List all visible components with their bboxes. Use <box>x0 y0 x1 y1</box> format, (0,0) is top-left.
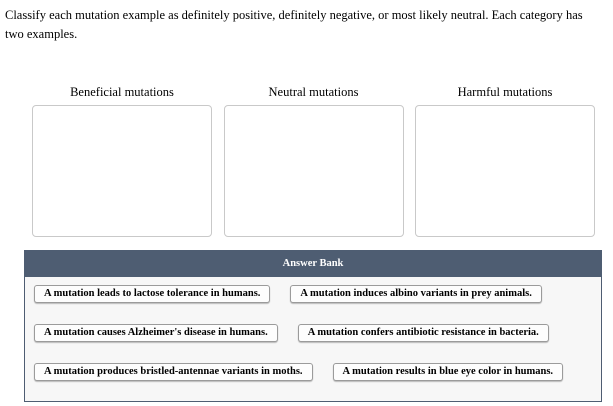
category-harmful: Harmful mutations <box>415 85 595 237</box>
answer-item-alzheimers-disease[interactable]: A mutation causes Alzheimer's disease in… <box>34 324 278 342</box>
category-columns: Beneficial mutations Neutral mutations H… <box>32 85 595 237</box>
answer-item-lactose-tolerance[interactable]: A mutation leads to lactose tolerance in… <box>34 285 271 303</box>
answer-bank-row: A mutation leads to lactose tolerance in… <box>34 285 592 303</box>
answer-item-antibiotic-resistance[interactable]: A mutation confers antibiotic resistance… <box>297 324 549 342</box>
answer-item-blue-eye-color[interactable]: A mutation results in blue eye color in … <box>332 363 564 381</box>
answer-bank-body: A mutation leads to lactose tolerance in… <box>25 277 601 401</box>
category-label-harmful: Harmful mutations <box>457 85 553 99</box>
category-label-beneficial: Beneficial mutations <box>70 85 174 99</box>
answer-bank-row: A mutation produces bristled-antennae va… <box>34 363 592 381</box>
category-beneficial: Beneficial mutations <box>32 85 212 237</box>
answer-item-albino-variants[interactable]: A mutation induces albino variants in pr… <box>290 285 542 303</box>
answer-bank: Answer Bank A mutation leads to lactose … <box>24 250 602 402</box>
dropzone-beneficial-mutations[interactable] <box>32 105 212 237</box>
instructions-text: Classify each mutation example as defini… <box>5 8 583 41</box>
dropzone-harmful-mutations[interactable] <box>415 105 595 237</box>
answer-bank-row: A mutation causes Alzheimer's disease in… <box>34 324 592 342</box>
answer-bank-title: Answer Bank <box>25 251 601 277</box>
category-neutral: Neutral mutations <box>223 85 404 237</box>
dropzone-neutral-mutations[interactable] <box>223 105 404 237</box>
category-label-neutral: Neutral mutations <box>268 85 359 99</box>
answer-item-bristled-antennae[interactable]: A mutation produces bristled-antennae va… <box>34 363 313 381</box>
